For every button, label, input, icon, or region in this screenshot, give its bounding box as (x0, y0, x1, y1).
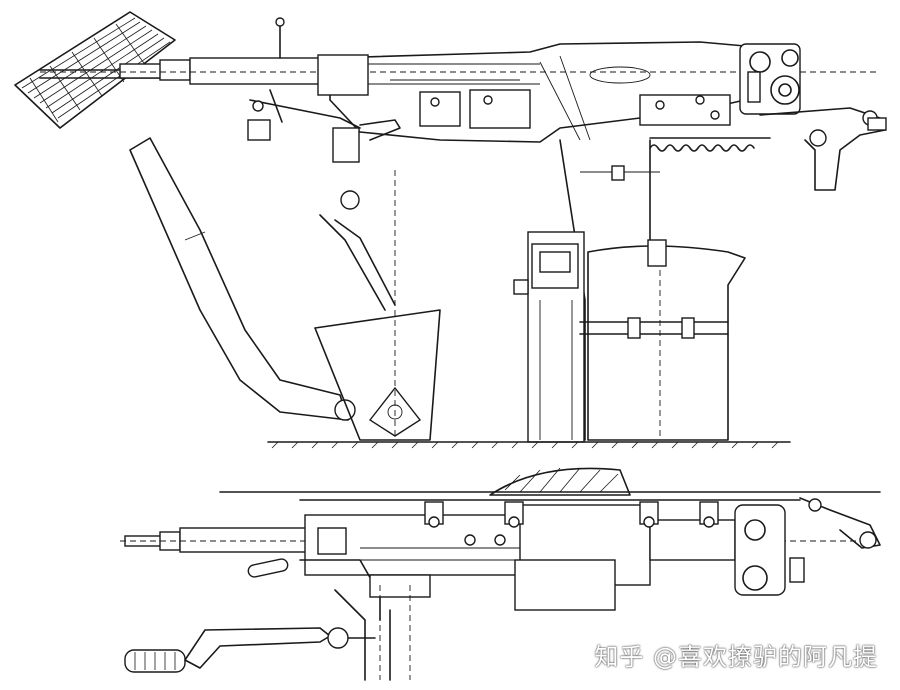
receiver (317, 41, 746, 143)
ammunition-box-round (579, 239, 746, 441)
front-sight (275, 17, 285, 59)
plan-feed-cover (734, 504, 805, 596)
plan-handle (247, 558, 431, 621)
plan-dome (489, 467, 631, 496)
recoil-spring (649, 137, 771, 152)
feed-mechanism (739, 43, 801, 115)
plan-view (120, 467, 881, 681)
plan-rear-arm (799, 497, 881, 549)
ground-line (267, 441, 791, 449)
plan-clamps (424, 501, 719, 528)
mount-column (559, 139, 660, 441)
side-elevation-view (14, 11, 887, 449)
watermark-text: 知乎 @喜欢撩驴的阿凡提 (594, 643, 878, 671)
rear-support-arm (759, 107, 887, 191)
charging-handle (247, 89, 401, 163)
plan-receiver (304, 504, 736, 611)
elevation-lever (129, 137, 356, 421)
plan-stand (334, 585, 411, 681)
tray-and-linkage (314, 170, 441, 441)
ammunition-box-tall (513, 231, 585, 443)
crank-handle (124, 627, 376, 673)
